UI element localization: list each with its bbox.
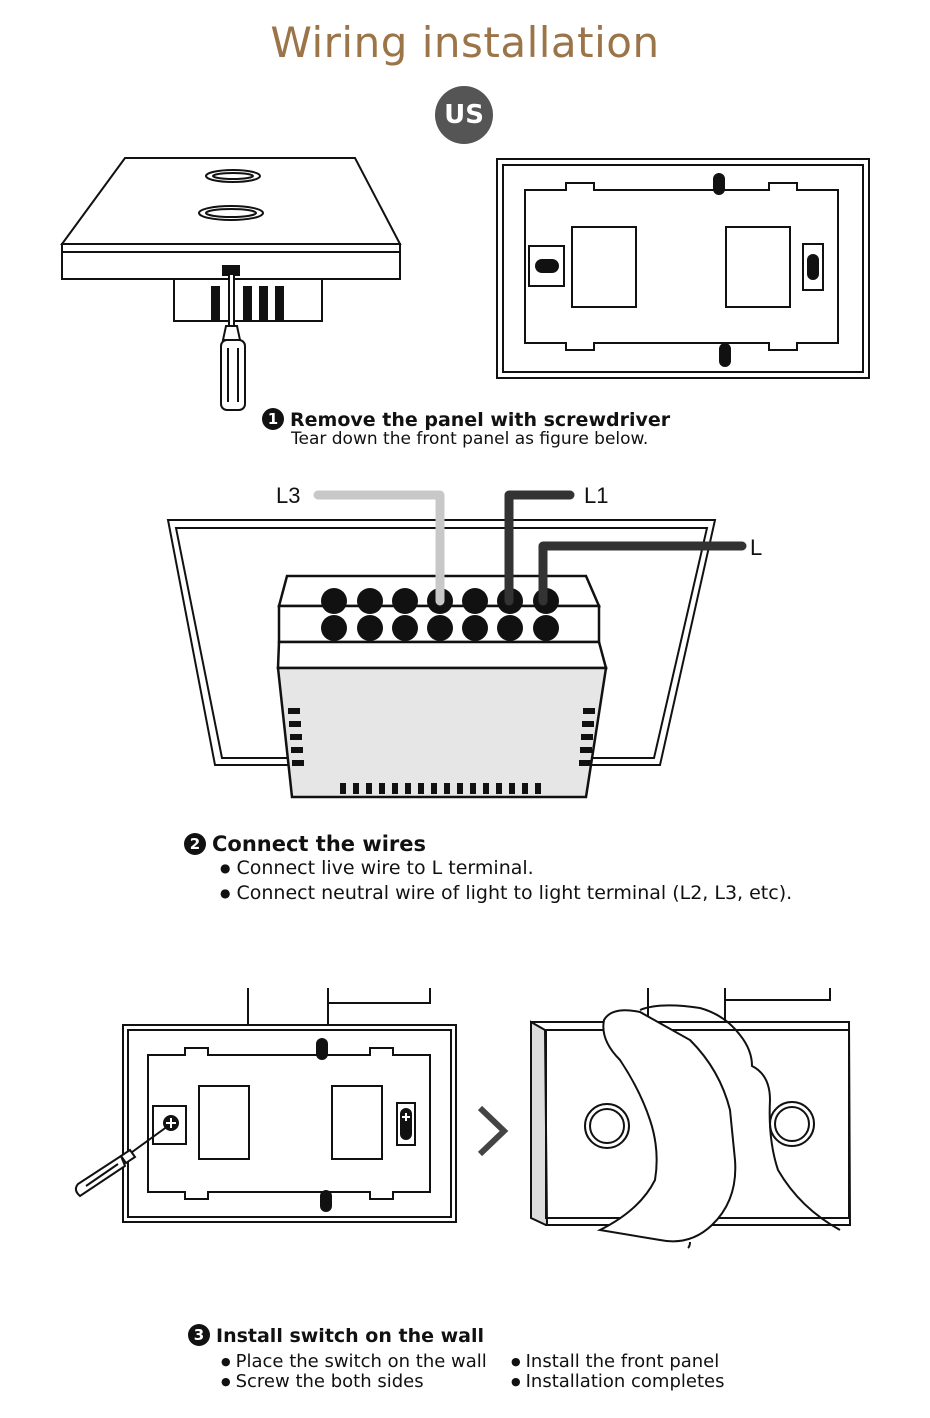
step-3-caption: 3 Install switch on the wall [188,1324,484,1347]
step-3-right-bullet-1: Install the front panel [511,1352,724,1372]
wire-label-l3: L3 [276,483,301,508]
step-1-subtitle: Tear down the front panel as figure belo… [291,429,649,449]
step-1-number: 1 [262,408,284,430]
step-3-left-bullet-1: Place the switch on the wall [221,1352,487,1372]
front-panel-installation [529,988,852,1249]
step-3-number: 3 [188,1324,210,1346]
step-3-right-bullets: Install the front panel Installation com… [511,1352,725,1392]
left-hand [596,1009,737,1243]
wire-label-l: L [750,535,763,560]
wire-l1 [504,490,575,606]
screwdriver-icon [220,273,246,411]
terminal-screws-top [321,588,559,614]
step-2-title: Connect the wires [212,832,427,856]
step-1-title: Remove the panel with screwdriver [290,409,671,431]
region-badge: US [435,86,493,144]
step-2-bullet-2: Connect neutral wire of light to light t… [220,881,792,906]
wire-l [538,541,747,606]
step-1-caption: 1 Remove the panel with screwdriver Tear … [262,408,670,449]
step-3-left-bullets: Place the switch on the wall Screw the b… [221,1352,487,1392]
screwdriver-icon [74,1125,169,1198]
terminal-screws-bottom [321,615,559,641]
step-3-right-bullet-2: Installation completes [511,1372,725,1392]
page-title: Wiring installation [270,18,660,67]
mounted-plate [122,988,457,1223]
switch-side-view [60,157,402,322]
step-3-title: Install switch on the wall [216,1325,485,1347]
chevron-right-icon [477,1105,509,1157]
step-3-left-bullet-2: Screw the both sides [221,1372,487,1392]
wire-label-l1: L1 [584,483,609,508]
step-2-caption: 2 Connect the wires Connect live wire to … [184,832,792,906]
step-2-bullet-1: Connect live wire to L terminal. [220,856,792,881]
wires [313,490,747,606]
right-hand [639,1004,841,1231]
wire-l3 [313,490,445,606]
step-2-number: 2 [184,833,206,855]
vent-slots [288,708,595,794]
